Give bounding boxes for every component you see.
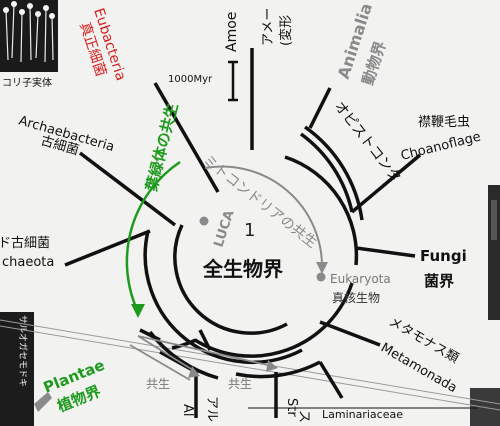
branch-eubacteria xyxy=(153,82,220,193)
luca-node xyxy=(199,216,209,226)
background-line xyxy=(0,325,500,411)
arrowhead-icon xyxy=(316,262,328,274)
scale-label: 1000Myr xyxy=(168,74,213,85)
arrowhead-icon xyxy=(266,360,278,372)
eukaryota-label: Eukaryota xyxy=(330,272,391,286)
symbiosis-label-1: 共生 xyxy=(146,377,170,391)
laminariaceae-label: Laminariaceae xyxy=(322,408,403,421)
branch-plantae xyxy=(139,328,161,342)
branch-fungi xyxy=(355,246,416,258)
archaeota-label: chaeota xyxy=(2,255,54,270)
branch-choanoflagellate xyxy=(350,153,422,214)
photo-top-left xyxy=(0,0,58,90)
animalia-ja-label: 動物界 xyxy=(359,39,390,87)
chloroplast-arrow xyxy=(125,160,181,313)
tree-branches xyxy=(64,48,422,418)
branch-animalia xyxy=(308,87,332,129)
choanoflagellate-ja-label: 襟鞭毛虫 xyxy=(418,115,470,130)
arrowhead-icon xyxy=(188,366,200,378)
center-number: 1 xyxy=(244,220,255,241)
archaeota-ja-label: ド古細菌 xyxy=(0,236,50,251)
fungi-ja-label: 菌界 xyxy=(424,272,454,290)
branch-archaebacteria xyxy=(78,151,177,227)
symbiosis-arrows xyxy=(129,335,273,381)
stramenopiles-label: Str xyxy=(284,398,299,417)
amoebozoa-ja2-label: (変形 xyxy=(278,15,294,46)
photo-caption-top-left: コリ子実体 xyxy=(2,76,52,89)
arc-eukaryote-lower xyxy=(194,282,354,358)
pointer-icon xyxy=(34,392,52,412)
opisthokonta-label: オピストコンタ xyxy=(331,99,404,186)
photo-right-edge-top xyxy=(488,185,500,320)
eukaryota-node xyxy=(316,272,326,282)
arc-bikont xyxy=(171,338,197,350)
mitochondria-arrow xyxy=(204,165,324,269)
arc-opisthokont-inner xyxy=(299,132,354,213)
branch-stub xyxy=(198,329,212,351)
branch-laminariaceae xyxy=(318,361,344,399)
amoebozoa-ja1-label: アメー xyxy=(261,8,276,46)
chloroplast-label: 葉緑体の共生 xyxy=(142,101,181,194)
fungi-label: Fungi xyxy=(420,247,467,265)
eukaryota-ja-label: 真核生物 xyxy=(332,291,380,305)
branch-archaeota xyxy=(64,229,151,267)
alveolata-label: Al xyxy=(180,404,195,417)
alveolata-ja-label: アル xyxy=(204,396,219,422)
symbiosis-label-2: 共生 xyxy=(228,377,252,391)
arc-inner xyxy=(173,224,288,335)
luca-label: LUCA xyxy=(212,208,238,249)
scale-bar xyxy=(228,60,238,102)
arc-sar xyxy=(235,360,321,379)
arrowhead-icon xyxy=(131,304,145,318)
branch-metamonada xyxy=(319,320,381,347)
stramenopiles-ja-label: ス xyxy=(296,410,311,423)
photo-caption-left-strip: サルオガセモドキ xyxy=(17,315,28,387)
arc-eukaryote-upper xyxy=(284,155,359,266)
choanoflagellate-label: Choanoflage xyxy=(399,130,482,164)
center-label: 全生物界 xyxy=(202,257,283,281)
amoebozoa-label: Amoe xyxy=(224,12,240,52)
